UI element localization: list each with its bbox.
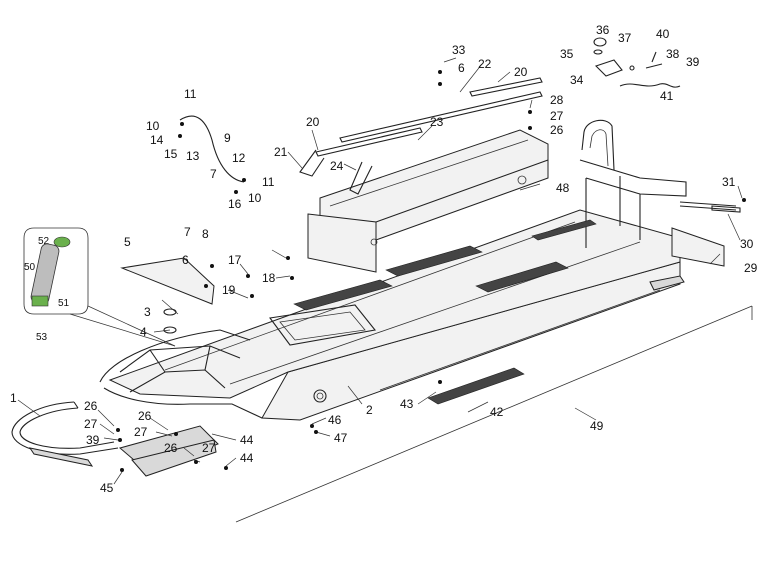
callout-49: 49 bbox=[590, 419, 604, 433]
callout-8: 8 bbox=[202, 227, 209, 241]
callout-18: 18 bbox=[262, 271, 276, 285]
step-plate bbox=[427, 367, 525, 405]
callout-53: 53 bbox=[36, 332, 48, 343]
callout-39a: 39 bbox=[686, 55, 700, 69]
callout-51: 51 bbox=[58, 298, 70, 309]
callout-48: 48 bbox=[556, 181, 570, 195]
callout-2: 2 bbox=[366, 403, 373, 417]
callout-42: 42 bbox=[490, 405, 504, 419]
callout-36: 36 bbox=[596, 23, 610, 37]
callout-29: 29 bbox=[744, 261, 758, 275]
callout-28: 28 bbox=[550, 93, 564, 107]
callout-14: 14 bbox=[150, 133, 164, 147]
callout-26a: 26 bbox=[84, 399, 98, 413]
callout-3: 3 bbox=[144, 305, 151, 319]
callout-13: 13 bbox=[186, 149, 200, 163]
callout-12: 12 bbox=[232, 151, 246, 165]
throttle-cable bbox=[179, 115, 245, 183]
callout-10b: 10 bbox=[248, 191, 262, 205]
callout-38: 38 bbox=[666, 47, 680, 61]
callout-30: 30 bbox=[740, 237, 754, 251]
callout-26b: 26 bbox=[138, 409, 152, 423]
callout-52: 52 bbox=[38, 236, 50, 247]
callout-7b: 7 bbox=[210, 167, 217, 181]
callout-40: 40 bbox=[656, 27, 670, 41]
callout-7a: 7 bbox=[184, 225, 191, 239]
callout-27a: 27 bbox=[84, 417, 98, 431]
callout-44b: 44 bbox=[240, 451, 254, 465]
callout-24: 24 bbox=[330, 159, 344, 173]
tube-inset bbox=[23, 227, 176, 347]
callout-1: 1 bbox=[10, 391, 17, 405]
callout-46: 46 bbox=[328, 413, 342, 427]
callout-22: 22 bbox=[478, 57, 492, 71]
callout-19: 19 bbox=[222, 283, 236, 297]
hitch-assembly bbox=[593, 37, 681, 88]
callout-43: 43 bbox=[400, 397, 414, 411]
callout-27b: 27 bbox=[134, 425, 148, 439]
callout-33: 33 bbox=[452, 43, 466, 57]
cover-plate bbox=[120, 257, 215, 305]
callout-50: 50 bbox=[24, 262, 36, 273]
callout-41: 41 bbox=[660, 89, 674, 103]
callout-23: 23 bbox=[430, 115, 444, 129]
callout-6b: 6 bbox=[458, 61, 465, 75]
callout-15: 15 bbox=[164, 147, 178, 161]
callout-26d: 26 bbox=[550, 123, 564, 137]
callout-9: 9 bbox=[224, 131, 231, 145]
callout-47: 47 bbox=[334, 431, 348, 445]
callout-6a: 6 bbox=[182, 253, 189, 267]
callout-27d: 27 bbox=[550, 109, 564, 123]
lid-rails bbox=[299, 77, 543, 195]
callout-31: 31 bbox=[722, 175, 736, 189]
callout-44a: 44 bbox=[240, 433, 254, 447]
callout-37: 37 bbox=[618, 31, 632, 45]
front-bumper bbox=[11, 401, 119, 467]
main-frame bbox=[99, 119, 687, 421]
callout-39b: 39 bbox=[86, 433, 100, 447]
callout-16: 16 bbox=[228, 197, 242, 211]
callout-labels: 1 2 3 4 5 6 6 7 7 8 9 10 10 11 11 12 13 … bbox=[10, 23, 758, 495]
callout-26c: 26 bbox=[164, 441, 178, 455]
callout-20b: 20 bbox=[514, 65, 528, 79]
skid-plates bbox=[118, 425, 219, 477]
callout-27c: 27 bbox=[202, 441, 216, 455]
callout-10a: 10 bbox=[146, 119, 160, 133]
hardware-dots bbox=[116, 70, 746, 472]
callout-11b: 11 bbox=[262, 175, 275, 189]
callout-5: 5 bbox=[124, 235, 131, 249]
rear-panel bbox=[671, 201, 741, 267]
floor-gratings bbox=[293, 219, 597, 311]
callout-45: 45 bbox=[100, 481, 114, 495]
assembly-bracket-49 bbox=[235, 305, 753, 523]
callout-35: 35 bbox=[560, 47, 574, 61]
callout-20a: 20 bbox=[306, 115, 320, 129]
leader-lines bbox=[17, 57, 743, 485]
callout-4: 4 bbox=[140, 325, 147, 339]
callout-34: 34 bbox=[570, 73, 584, 87]
callout-11a: 11 bbox=[184, 87, 197, 101]
callout-21: 21 bbox=[274, 145, 288, 159]
callout-17: 17 bbox=[228, 253, 242, 267]
storage-box bbox=[307, 129, 549, 273]
